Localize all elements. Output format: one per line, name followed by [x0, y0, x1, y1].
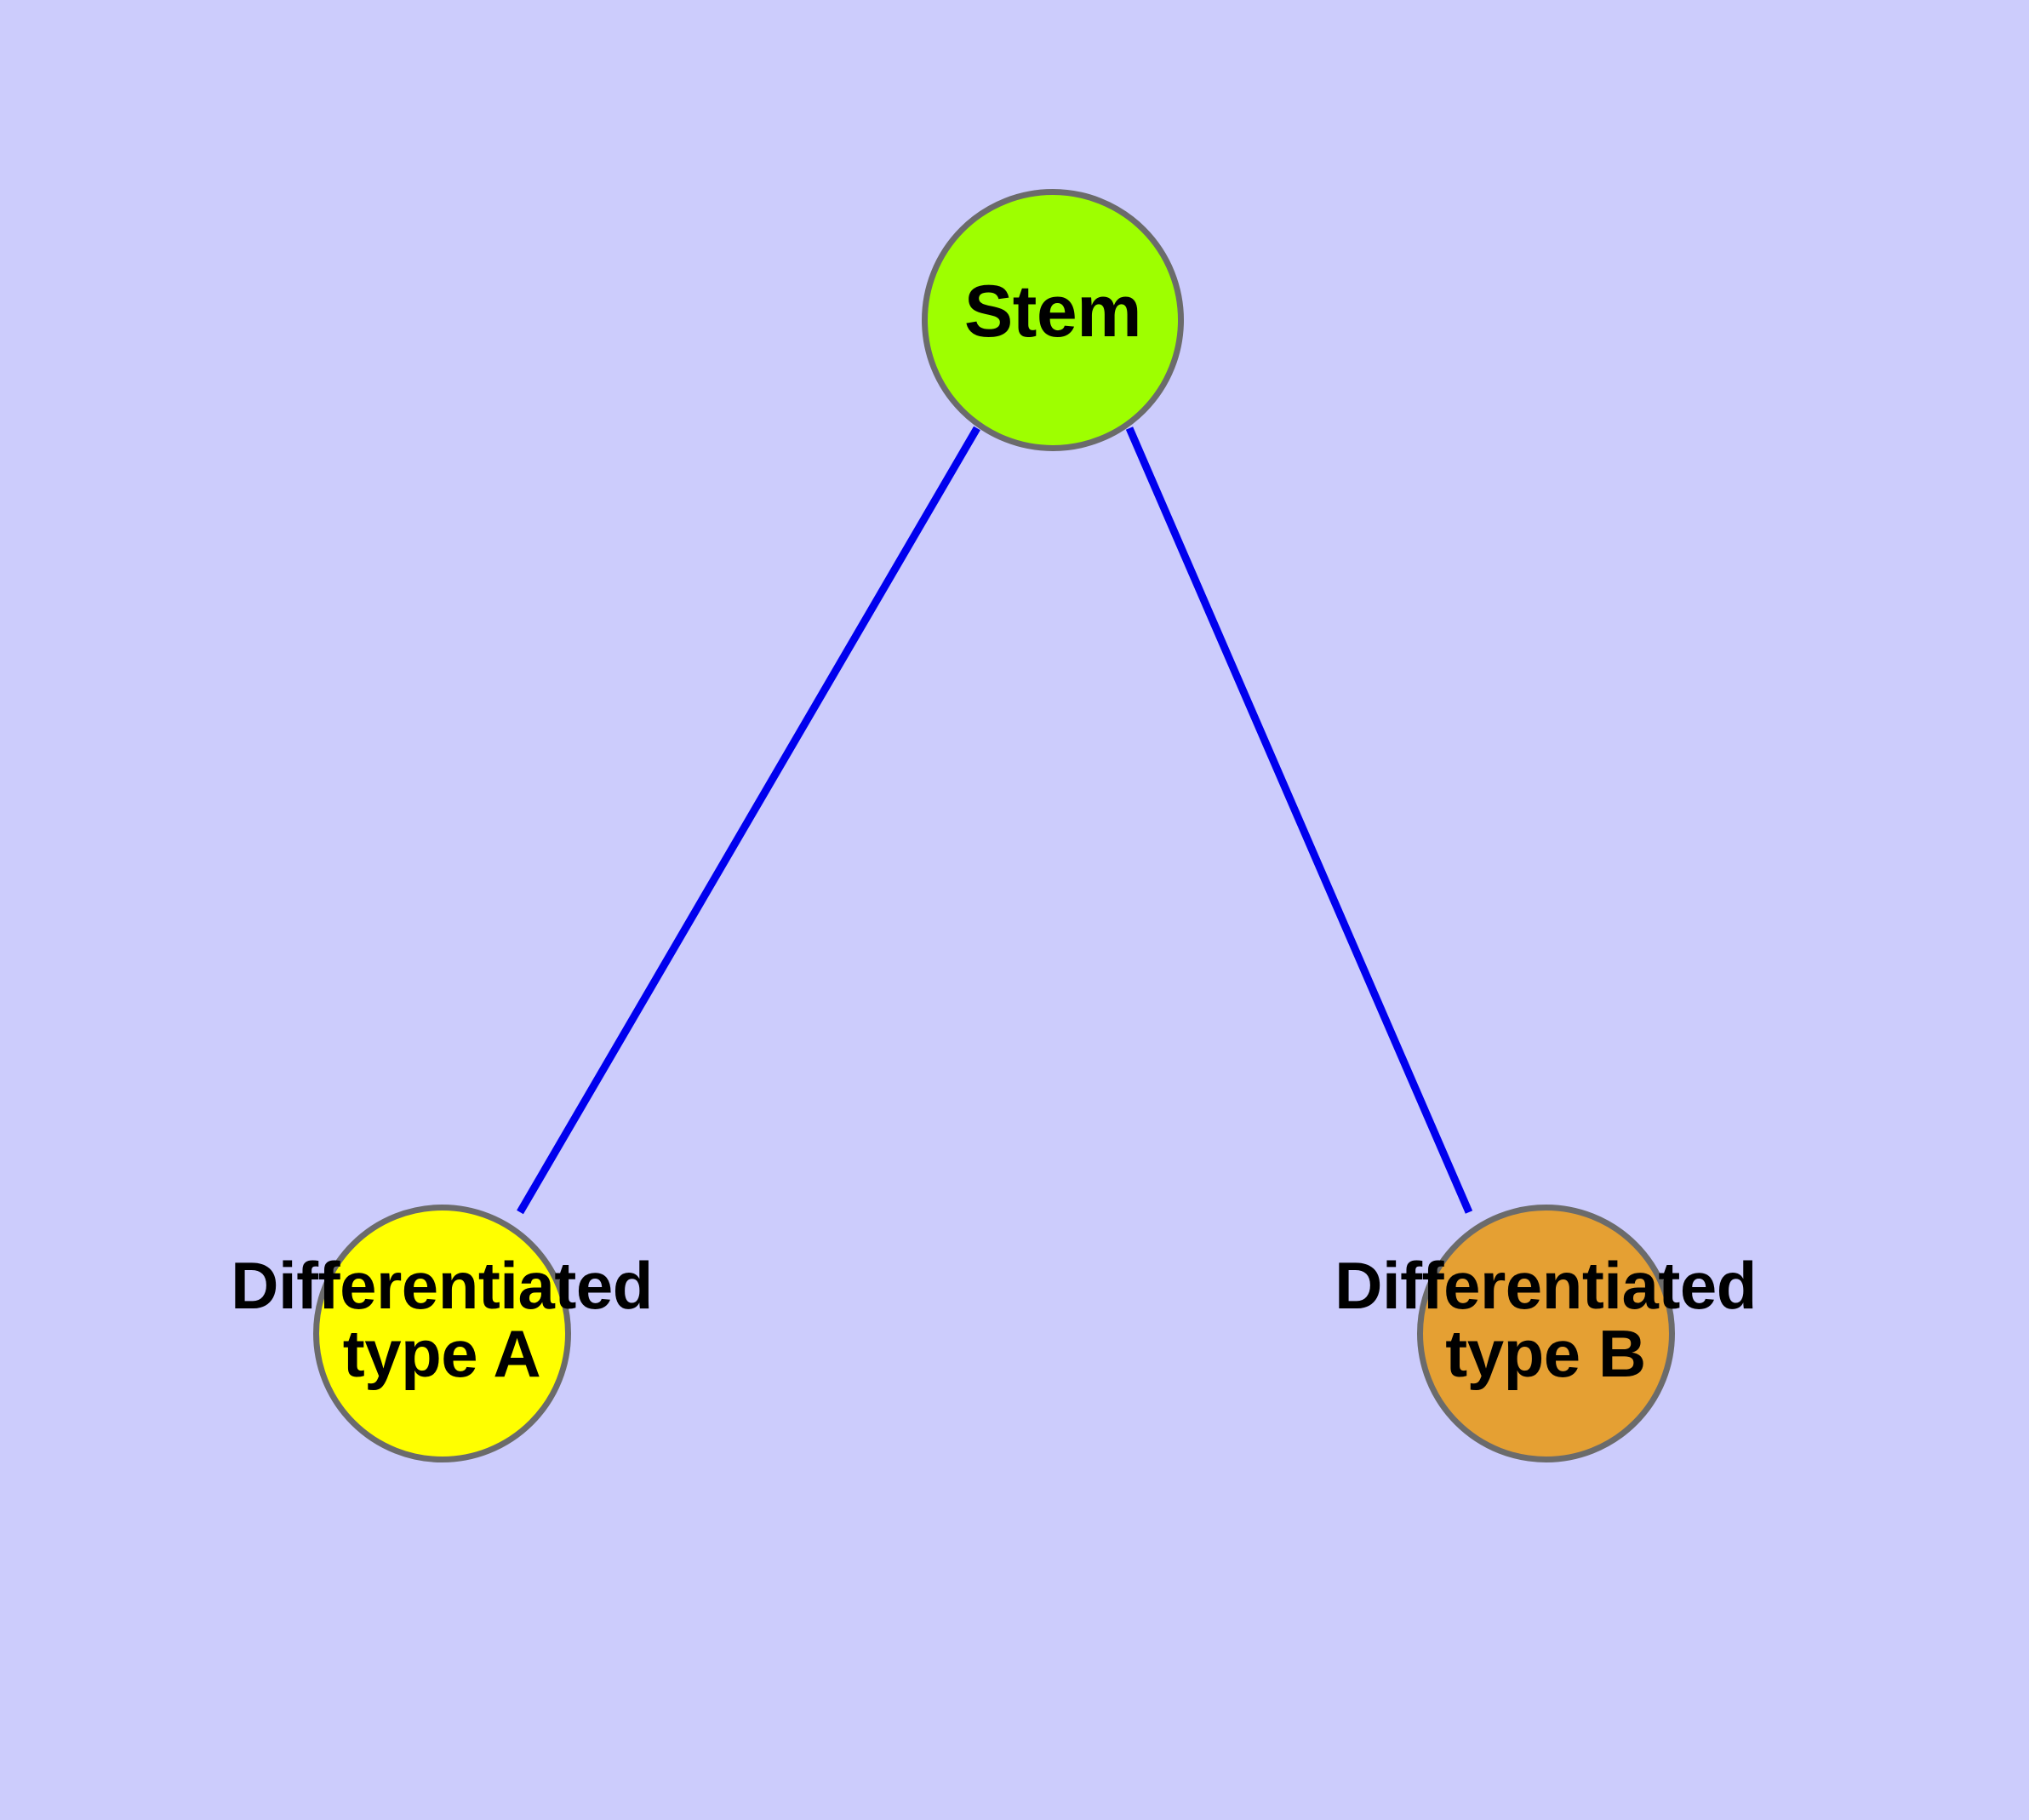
node-stem[interactable]	[922, 189, 1184, 451]
node-differentiated-type-b[interactable]	[1417, 1205, 1675, 1462]
edge-stem-to-diff-a	[517, 426, 980, 1215]
node-differentiated-type-a[interactable]	[313, 1205, 571, 1462]
edge-stem-to-diff-b	[1125, 426, 1473, 1214]
